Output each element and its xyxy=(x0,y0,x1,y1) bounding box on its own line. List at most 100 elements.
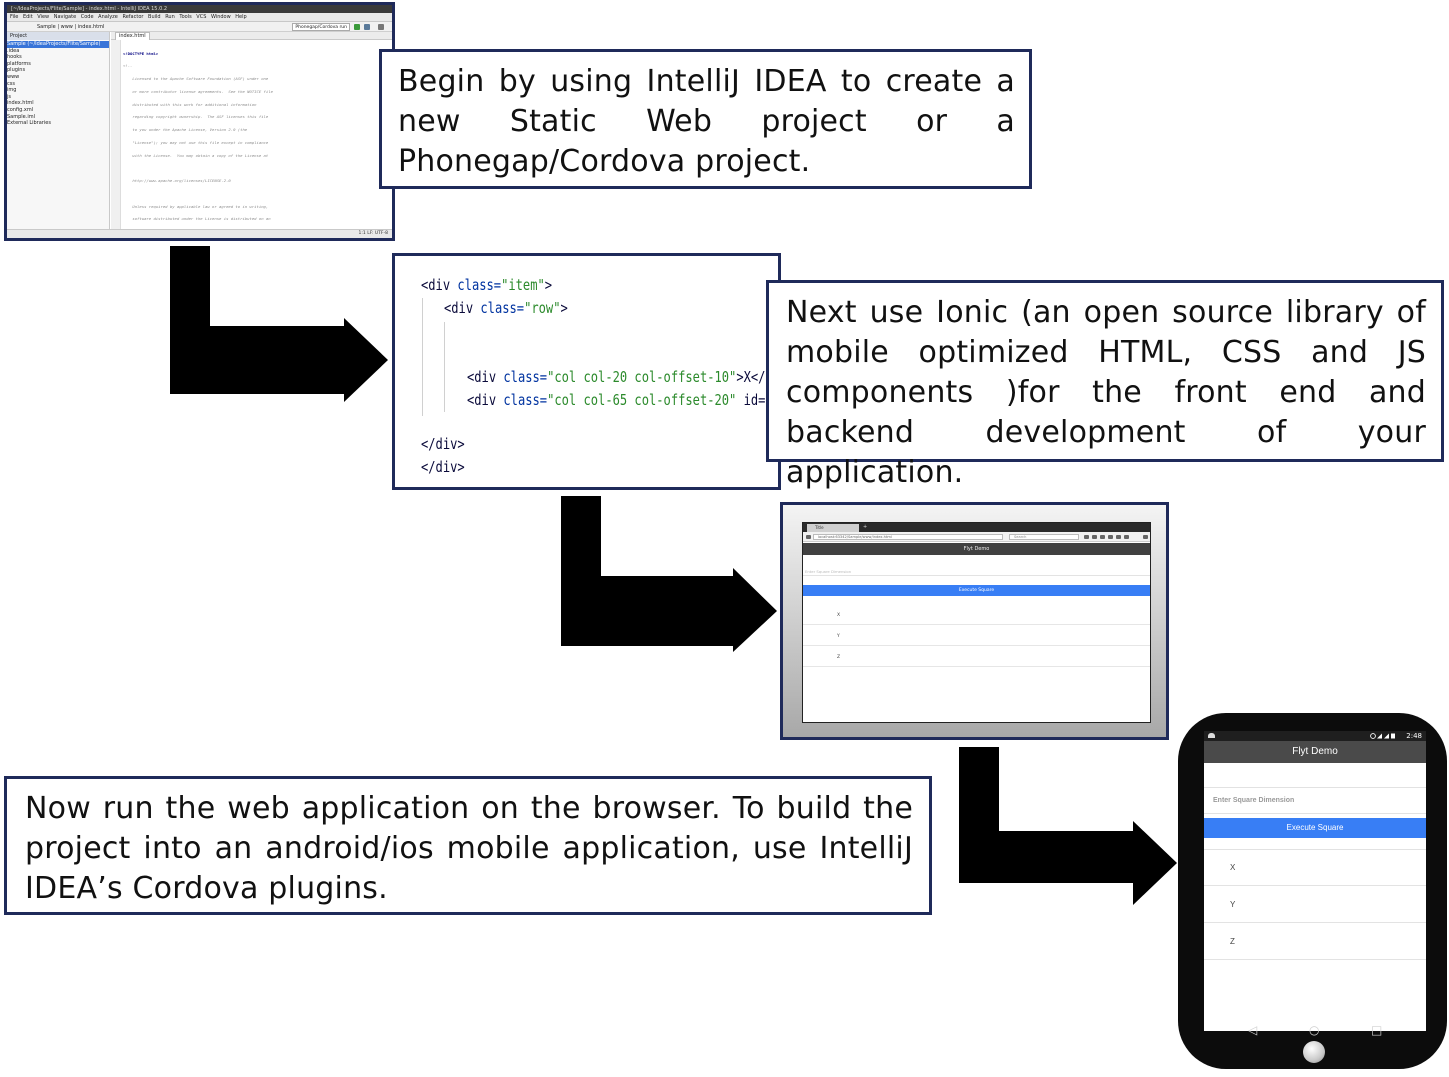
arrow-step-2 xyxy=(561,496,777,652)
editor-tab-index-html[interactable]: index.html xyxy=(115,32,150,40)
browser-toolbar: localhost:63342/Sample/www/index.html Se… xyxy=(803,532,1150,542)
code-tag: </div> xyxy=(421,435,465,453)
list-item: X xyxy=(1204,850,1426,886)
tree-item[interactable]: img xyxy=(7,87,17,94)
tree-item[interactable]: plugins xyxy=(7,67,26,74)
project-panel: Project Sample (~/IdeaProjects/Flite/Sam… xyxy=(7,32,110,229)
tree-item[interactable]: Sample.iml xyxy=(7,113,35,120)
reading-icon[interactable] xyxy=(1092,535,1097,539)
ide-menu-item[interactable]: Navigate xyxy=(53,14,77,20)
debug-icon[interactable] xyxy=(364,24,370,30)
app-header: Flyt Demo xyxy=(803,543,1150,555)
menu-icon[interactable] xyxy=(1143,535,1148,539)
code-line: <div class="item"> xyxy=(421,274,552,296)
back-icon[interactable] xyxy=(806,535,811,539)
code-tag: <div xyxy=(421,276,458,294)
code-value: "row" xyxy=(524,299,561,317)
browser-window: Title + localhost:63342/Sample/www/index… xyxy=(802,522,1151,723)
tree-item[interactable]: .idea xyxy=(7,47,20,54)
run-config-select[interactable]: Phonegap/Cordova run xyxy=(292,23,350,31)
list-item-label: Z xyxy=(837,655,841,660)
new-tab-icon[interactable]: + xyxy=(863,524,868,530)
ide-breadcrumb[interactable]: Sample | www | index.html xyxy=(37,24,105,30)
code-tag: </div> xyxy=(421,458,465,476)
code-line: <div class="col col-20 col-offset-10">X<… xyxy=(467,366,778,388)
code-value: "item" xyxy=(501,276,545,294)
share-icon[interactable] xyxy=(1124,535,1129,539)
list-item-label: X xyxy=(837,613,841,618)
editor-tabs: index.html xyxy=(111,32,392,40)
android-notification-icon xyxy=(1208,733,1215,738)
code-value: "col col-20 col-offset-10" xyxy=(547,368,737,386)
code-value: "col col-65 col-offset-20" xyxy=(547,391,737,409)
step-1-text-box: Begin by using IntelliJ IDEA to create a… xyxy=(379,49,1032,189)
back-nav-icon[interactable]: ◁ xyxy=(1248,1023,1258,1037)
address-bar[interactable]: localhost:63342/Sample/www/index.html xyxy=(813,534,1003,540)
browser-search-box[interactable]: Search xyxy=(1009,534,1079,540)
arrow-step-1 xyxy=(170,246,388,402)
ide-menu-item[interactable]: Refactor xyxy=(122,14,144,20)
input-underline xyxy=(803,575,1150,576)
ide-menu-item[interactable]: Run xyxy=(165,14,175,20)
execute-square-button[interactable]: Execute Square xyxy=(803,585,1150,596)
project-panel-header[interactable]: Project xyxy=(7,32,109,40)
browser-tab-bar: Title + xyxy=(803,523,1150,532)
tree-item[interactable]: www xyxy=(7,73,20,80)
tree-item[interactable]: Sample (~/IdeaProjects/Flite/Sample) xyxy=(7,41,109,48)
ide-menu-item[interactable]: Help xyxy=(235,14,247,20)
recents-nav-icon[interactable]: □ xyxy=(1371,1023,1383,1037)
tree-item[interactable]: platforms xyxy=(7,60,31,67)
ide-menu-item[interactable]: File xyxy=(10,14,19,20)
home-nav-icon[interactable]: ○ xyxy=(1309,1023,1320,1037)
ide-menu-item[interactable]: View xyxy=(37,14,50,20)
code-attribute: class= xyxy=(457,276,502,294)
list-item-label: X xyxy=(1230,863,1236,872)
code-tag: > xyxy=(544,276,553,294)
phone-home-button[interactable] xyxy=(1303,1041,1325,1063)
square-dimension-input[interactable]: Enter Square Dimension xyxy=(805,569,852,574)
search-icon[interactable] xyxy=(378,24,384,30)
phone-status-bar: 2:48 xyxy=(1204,731,1426,741)
list-item-label: Z xyxy=(1230,937,1235,946)
home-icon[interactable] xyxy=(1116,535,1121,539)
ide-menu-item[interactable]: Window xyxy=(210,14,231,20)
ide-toolbar: Sample | www | index.html Phonegap/Cordo… xyxy=(7,22,392,32)
tree-item[interactable]: index.html xyxy=(7,100,34,107)
divider xyxy=(1204,849,1426,850)
signal-battery-icon xyxy=(1370,733,1395,739)
ide-menu-item[interactable]: Code xyxy=(80,14,94,20)
code-tag: <div xyxy=(467,368,504,386)
tree-item[interactable]: hooks xyxy=(7,54,22,61)
input-underline xyxy=(1204,813,1426,814)
list-item: Y xyxy=(803,626,1150,646)
pocket-icon[interactable] xyxy=(1100,535,1105,539)
code-line: <div class="row"> xyxy=(444,297,568,319)
ide-menu-item[interactable]: VCS xyxy=(196,14,207,20)
phone-square-dimension-input[interactable]: Enter Square Dimension xyxy=(1213,797,1295,804)
phone-screen: 2:48 Flyt Demo Enter Square Dimension Ex… xyxy=(1204,731,1426,1031)
browser-tab[interactable]: Title xyxy=(807,524,859,532)
download-icon[interactable] xyxy=(1108,535,1113,539)
code-line: <div class="col col-65 col-offset-20" id… xyxy=(467,389,778,411)
ide-menu-item[interactable]: Tools xyxy=(179,14,192,20)
tree-item[interactable]: js xyxy=(7,93,11,100)
list-item: Y xyxy=(1204,887,1426,923)
ide-menu-item[interactable]: Edit xyxy=(22,14,33,20)
ide-menu-item[interactable]: Build xyxy=(148,14,161,20)
code-attribute: class= xyxy=(503,368,548,386)
tree-item[interactable]: External Libraries xyxy=(7,120,51,127)
list-item-label: Y xyxy=(1230,900,1236,909)
ide-status-bar: 1:1 LF: UTF-8 xyxy=(7,229,392,238)
bookmark-icon[interactable] xyxy=(1084,535,1089,539)
phone-app-header: Flyt Demo xyxy=(1204,741,1426,763)
code-tag: > xyxy=(560,299,568,317)
phone-execute-square-button[interactable]: Execute Square xyxy=(1204,818,1426,838)
ide-menu-item[interactable]: Analyze xyxy=(98,14,118,20)
tree-item[interactable]: css xyxy=(7,80,15,87)
code-tag: <div xyxy=(444,299,481,317)
code-editor[interactable]: <!DOCTYPE html> <!-- Licensed to the Apa… xyxy=(111,40,392,234)
code-line: </div> xyxy=(421,433,465,455)
run-icon[interactable] xyxy=(354,24,360,30)
tree-item[interactable]: config.xml xyxy=(7,106,34,113)
intellij-screenshot: [~/IdeaProjects/Flite/Sample] - index.ht… xyxy=(4,2,395,241)
